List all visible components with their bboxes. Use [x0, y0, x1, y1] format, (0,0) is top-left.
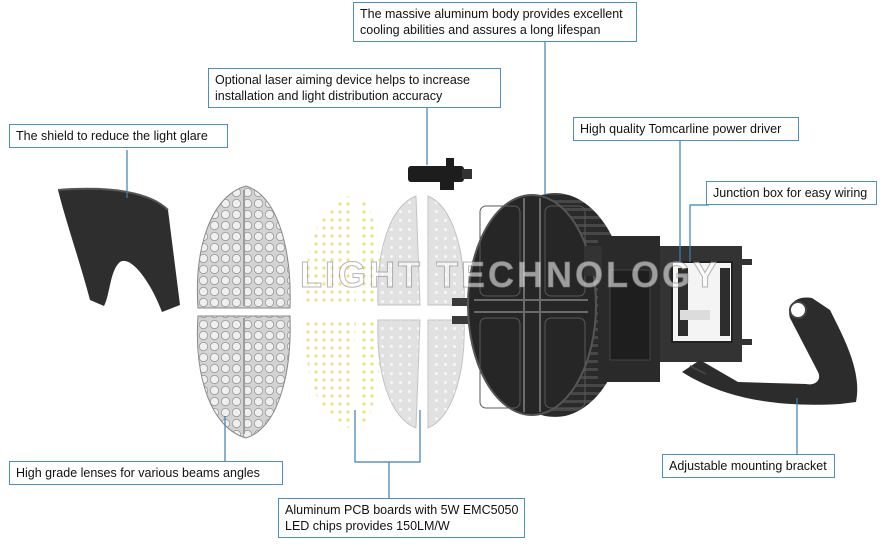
- mounting-bracket: [682, 297, 858, 405]
- callout-aluminum-body: The massive aluminum body provides excel…: [353, 2, 637, 42]
- callout-line: cooling abilities and assures a long lif…: [360, 23, 601, 37]
- callout-line: LED chips provides 150LM/W: [285, 519, 450, 533]
- watermark: LIGHT TECHNOLOGY: [300, 254, 720, 296]
- callout-line: The shield to reduce the light glare: [16, 129, 208, 143]
- callout-bracket: Adjustable mounting bracket: [662, 454, 835, 478]
- callout-line: Optional laser aiming device helps to in…: [215, 73, 470, 87]
- leader-line: [389, 410, 421, 463]
- leader-lines: [126, 40, 798, 498]
- callout-lenses: High grade lenses for various beams angl…: [9, 461, 283, 485]
- callout-driver: High quality Tomcarline power driver: [573, 117, 799, 141]
- callout-pcb: Aluminum PCB boards with 5W EMC5050 LED …: [278, 498, 525, 538]
- leader-line: [354, 410, 390, 498]
- callout-shield: The shield to reduce the light glare: [9, 124, 228, 148]
- glare-shield: [58, 188, 180, 312]
- callout-junction: Junction box for easy wiring: [706, 181, 877, 205]
- junction-box: [660, 246, 752, 362]
- pcb-boards: [377, 195, 465, 429]
- led-chip-array: [304, 196, 384, 428]
- power-driver: [584, 236, 660, 382]
- leader-line: [689, 204, 709, 262]
- lens-assembly: [196, 185, 291, 439]
- callout-laser: Optional laser aiming device helps to in…: [208, 68, 501, 108]
- callout-line: The massive aluminum body provides excel…: [360, 7, 623, 21]
- laser-aiming-device: [408, 158, 472, 190]
- callout-line: Adjustable mounting bracket: [669, 459, 827, 473]
- callout-line: High quality Tomcarline power driver: [580, 122, 782, 136]
- callout-line: Junction box for easy wiring: [713, 186, 868, 200]
- callout-line: Aluminum PCB boards with 5W EMC5050: [285, 503, 519, 517]
- callout-line: High grade lenses for various beams angl…: [16, 466, 260, 480]
- callout-line: installation and light distribution accu…: [215, 89, 443, 103]
